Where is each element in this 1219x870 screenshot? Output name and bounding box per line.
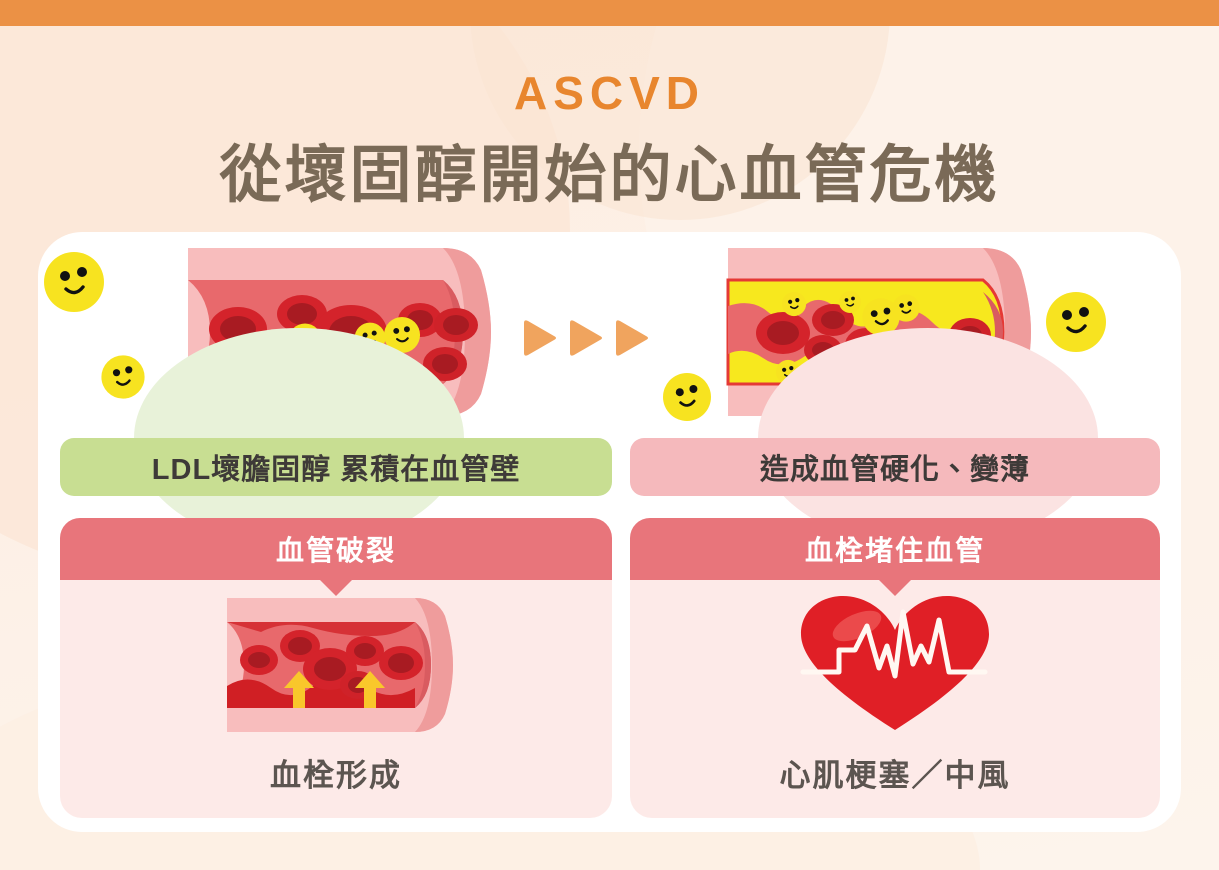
- ldl-particles-outside: [44, 252, 145, 399]
- content-card: LDL壞膽固醇 累積在血管壁 造成血管硬化、變薄 血管破裂: [38, 232, 1181, 832]
- panel-header-thrombus-blockage: 血栓堵住血管: [630, 518, 1160, 580]
- panel-thrombus-blockage: 血栓堵住血管 心肌梗塞／中風: [630, 518, 1160, 818]
- panel-caption-thrombus-formation: 血栓形成: [270, 758, 402, 793]
- page-title: 從壞固醇開始的心血管危機: [219, 141, 1000, 210]
- panel-caption-heart-attack-stroke: 心肌梗塞／中風: [779, 758, 1011, 793]
- panel-vessel-rupture: 血管破裂: [60, 518, 612, 818]
- arrow-triangle-icon: [524, 320, 556, 356]
- heart-ecg-svg: [800, 596, 989, 730]
- progression-arrows: [522, 310, 650, 366]
- stage-label-arterial-hardening: 造成血管硬化、變薄: [630, 438, 1160, 496]
- top-accent-bar: [0, 0, 1219, 26]
- eyebrow-title: ASCVD: [513, 67, 706, 119]
- panel-header-vessel-rupture: 血管破裂: [60, 518, 612, 580]
- heart-illustration: [630, 580, 1160, 750]
- arrow-triangle-icon: [616, 320, 648, 356]
- stage-label-ldl-accumulation: LDL壞膽固醇 累積在血管壁: [60, 438, 612, 496]
- stage-label-row: LDL壞膽固醇 累積在血管壁 造成血管硬化、變薄: [38, 438, 1181, 504]
- narrowed-artery-illustration: [648, 232, 1181, 548]
- thrombus-artery-svg: [227, 598, 453, 732]
- outcome-panels: 血管破裂: [38, 518, 1181, 832]
- arrow-triangle-icon: [570, 320, 602, 356]
- healthy-artery-illustration: [38, 232, 518, 548]
- thrombus-illustration: [60, 580, 612, 750]
- stage-illustration-row: [38, 232, 1181, 548]
